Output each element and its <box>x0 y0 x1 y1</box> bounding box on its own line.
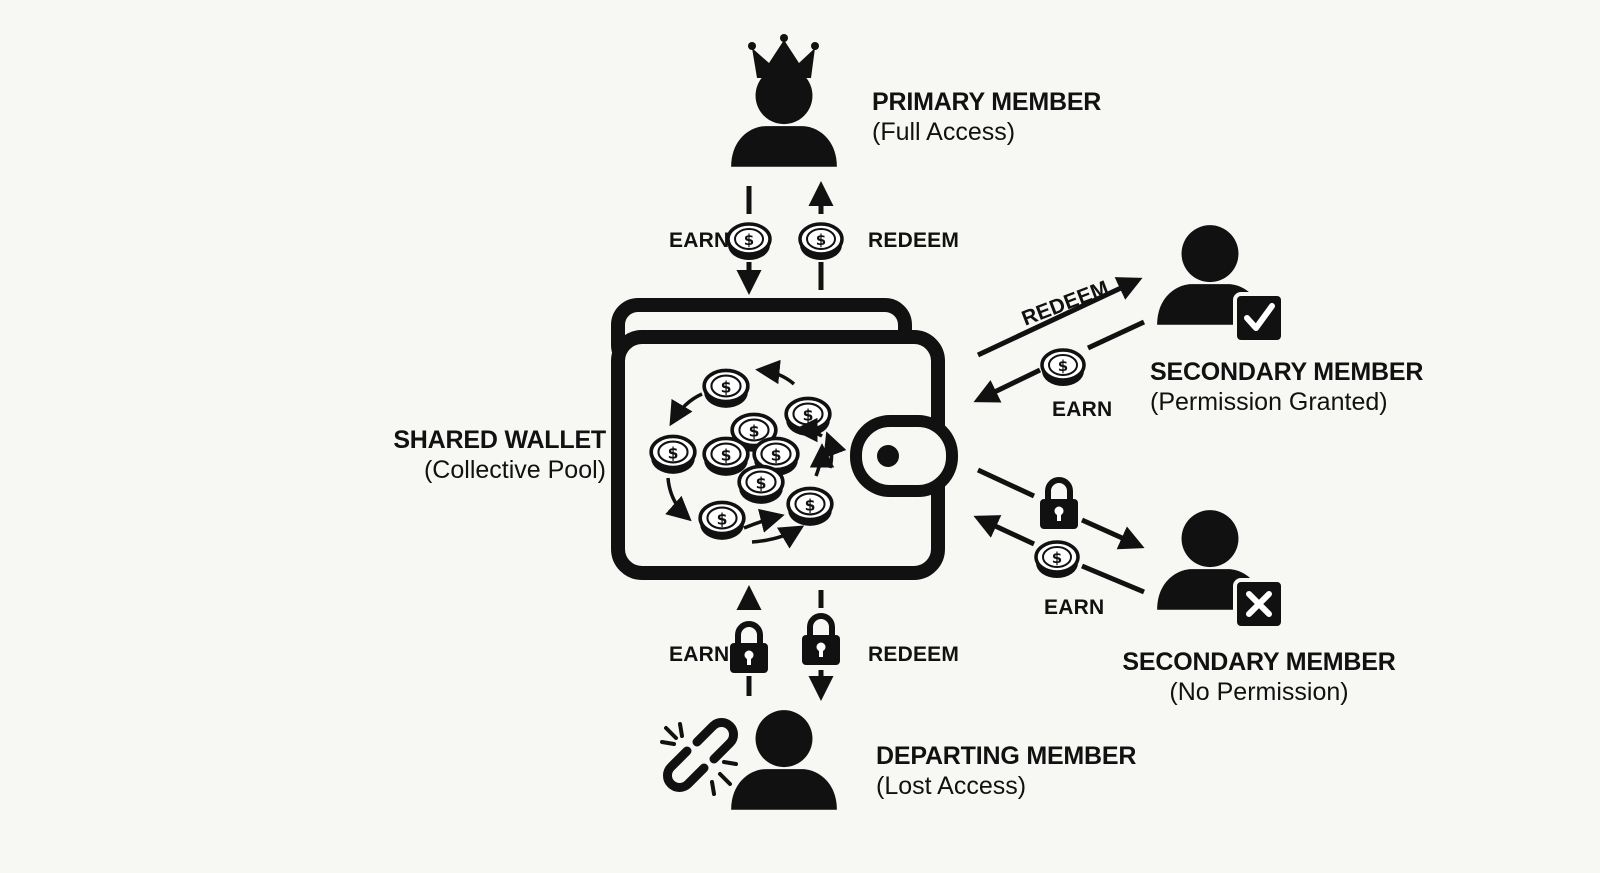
departing-earn-label: EARN <box>669 643 730 666</box>
secondary-denied-title: SECONDARY MEMBER <box>1122 648 1396 676</box>
x-badge-icon <box>1233 578 1285 630</box>
secondary-granted-title: SECONDARY MEMBER <box>1150 358 1424 386</box>
secondary-denied-label: SECONDARY MEMBER (No Permission) <box>1112 648 1406 707</box>
person-crown-icon <box>731 67 837 167</box>
dollar-coin-icon <box>702 436 750 478</box>
departing-member-group <box>660 710 837 810</box>
departing-member-label: DEPARTING MEMBER (Lost Access) <box>876 742 1136 801</box>
primary-redeem-label: REDEEM <box>868 229 960 252</box>
primary-earn-arrow <box>726 186 772 295</box>
coin-pool <box>649 359 847 549</box>
secondary-granted-subtitle: (Permission Granted) <box>1150 387 1388 416</box>
secondary-denied-subtitle: (No Permission) <box>1169 677 1349 706</box>
dollar-coin-icon <box>798 222 844 262</box>
person-broken-link-icon <box>731 710 837 810</box>
shared-wallet-title: SHARED WALLET <box>393 426 606 454</box>
secondary-granted-redeem-arrow <box>976 277 1143 358</box>
departing-locked-earn-arrow <box>730 585 768 696</box>
departing-redeem-label: REDEEM <box>868 643 960 666</box>
dollar-coin-icon <box>698 500 746 542</box>
departing-locked-redeem-arrow <box>802 590 840 701</box>
dollar-coin-icon <box>1034 540 1080 580</box>
dollar-coin-icon <box>702 368 750 410</box>
primary-member-subtitle: (Full Access) <box>872 117 1016 146</box>
dollar-coin-icon <box>726 222 772 262</box>
primary-redeem-arrow <box>798 181 844 290</box>
lock-icon <box>802 616 840 665</box>
departing-member-title: DEPARTING MEMBER <box>876 742 1137 770</box>
primary-member-group <box>731 34 837 167</box>
broken-link-icon <box>660 718 738 796</box>
swirl-arrows <box>665 359 847 549</box>
secondary-granted-label: SECONDARY MEMBER (Permission Granted) <box>1150 358 1423 417</box>
secondary-denied-earn-label: EARN <box>1044 596 1105 619</box>
primary-earn-label: EARN <box>669 229 730 252</box>
crown-icon <box>748 34 819 78</box>
secondary-denied-locked-arrow <box>976 467 1145 550</box>
secondary-granted-group <box>1157 225 1285 344</box>
secondary-denied-group <box>1157 510 1285 630</box>
secondary-granted-earn-label: EARN <box>1052 398 1113 421</box>
lock-icon <box>1040 480 1078 529</box>
departing-member-subtitle: (Lost Access) <box>876 771 1027 800</box>
primary-member-label: PRIMARY MEMBER (Full Access) <box>872 88 1101 147</box>
dollar-coin-icon <box>786 486 834 528</box>
check-badge-icon <box>1233 292 1285 344</box>
primary-member-title: PRIMARY MEMBER <box>872 88 1102 116</box>
dollar-coin-icon <box>1040 348 1086 388</box>
shared-wallet-label: SHARED WALLET (Collective Pool) <box>393 426 606 485</box>
dollar-coin-icon <box>737 464 785 506</box>
dollar-coin-icon <box>649 434 697 476</box>
secondary-granted-earn-arrow <box>973 319 1146 403</box>
secondary-denied-earn-arrow <box>973 515 1145 595</box>
shared-wallet-subtitle: (Collective Pool) <box>423 455 606 484</box>
lock-icon <box>730 624 768 673</box>
